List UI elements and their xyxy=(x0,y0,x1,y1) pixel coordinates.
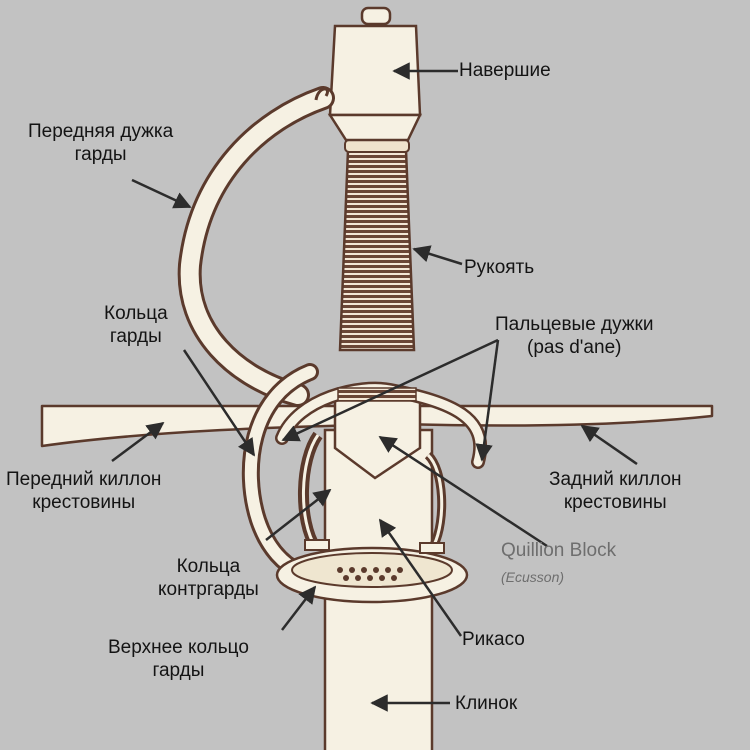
label-quillon-block-sub: (Ecusson) xyxy=(501,569,565,585)
arrow-grip xyxy=(412,245,463,266)
rear-counterguard-ring-strip xyxy=(424,451,447,547)
label-blade: Клинок xyxy=(455,693,518,714)
arrow-upper-guard-ring xyxy=(281,585,317,631)
arrow-counterguard-ring xyxy=(265,488,332,541)
label-upper-guard-ring: Верхнее кольцо гарды xyxy=(108,637,249,681)
pommel xyxy=(327,6,422,142)
label-ricasso: Рикасо xyxy=(462,629,525,650)
arrow-quillon-block xyxy=(378,435,548,548)
label-front-knuckle-bow: Передняя дужка гарды xyxy=(28,121,174,165)
arrow-guard-ring xyxy=(182,349,256,457)
label-pommel: Навершие xyxy=(459,60,551,81)
ferrule xyxy=(344,139,410,153)
arrow-ricasso xyxy=(378,518,463,637)
label-counterguard-rings: Кольца контргарды xyxy=(158,556,259,600)
guard-ring xyxy=(241,363,319,581)
arrow-knuckle-bow xyxy=(131,178,192,209)
arrow-finger-ring-1 xyxy=(281,338,499,442)
front-counterguard-ring-strip xyxy=(298,431,323,551)
label-guard-rings: Кольца гарды xyxy=(104,303,168,347)
label-quillon-block: Quillion Block xyxy=(501,540,617,561)
label-front-quillon: Передний киллон крестовины xyxy=(6,469,162,513)
label-rear-quillon: Задний киллон крестовины xyxy=(549,469,682,513)
label-finger-rings: Пальцевые дужки (pas d'ane) xyxy=(495,314,654,358)
knuckle-bow xyxy=(177,86,335,407)
upper-guard-ring xyxy=(275,539,469,604)
arrow-finger-ring-2 xyxy=(475,339,500,462)
grip xyxy=(338,148,416,352)
label-grip: Рукоять xyxy=(464,257,535,278)
arrow-rear-quillon xyxy=(580,424,638,466)
arrow-front-quillon xyxy=(111,421,165,463)
